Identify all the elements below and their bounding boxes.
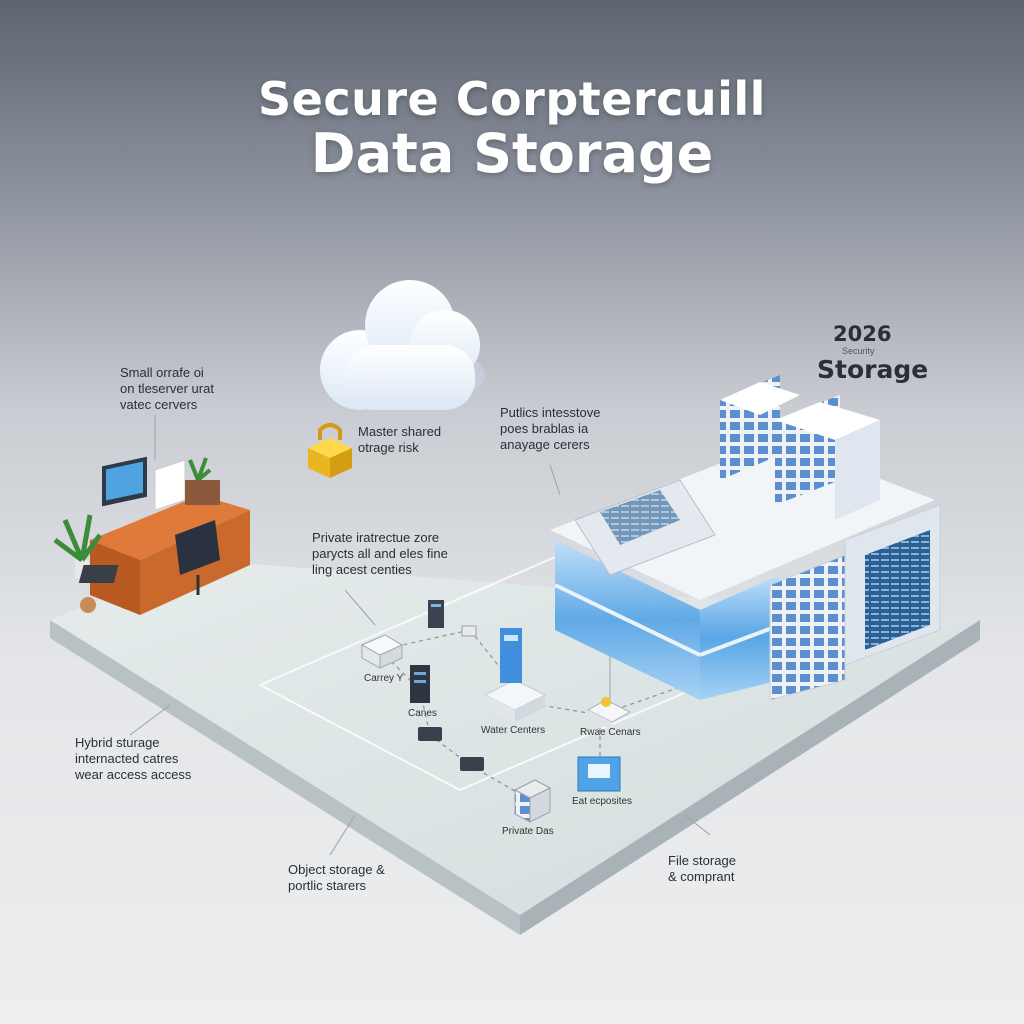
device-cassette-1	[418, 727, 442, 741]
callout-hybrid-storage: Hybrid sturage internacted catres wear a…	[75, 735, 192, 782]
device-gateway	[461, 625, 477, 637]
page-title-line2: Data Storage	[310, 122, 714, 185]
plant-small-icon	[188, 457, 212, 482]
page-title-line1: Secure Corptercuill	[258, 72, 766, 126]
callout-small-office: Small orrafe oi on tleserver urat vatec …	[120, 365, 214, 412]
callout-public-data: Putlics intesstove poes brablas ia anaya…	[500, 405, 601, 452]
device-label-water-centers: Water Centers	[481, 725, 546, 736]
callout-shared-risk: Master shared otrage risk	[358, 424, 442, 455]
device-printer	[360, 634, 404, 669]
cloud-icon	[320, 280, 485, 410]
device-router	[586, 697, 632, 730]
badge-subtitle: Security	[842, 346, 875, 356]
device-label-carney: Carrey Y	[364, 673, 404, 684]
device-label-eat-ecposites: Eat ecposites	[572, 796, 633, 807]
callout-object-storage: Object storage & portlic starers	[288, 862, 385, 893]
data-center-building	[550, 375, 941, 701]
device-label-rwae-cenars: Rwae Cenars	[580, 727, 641, 738]
device-server-small	[428, 600, 444, 628]
callout-private-infra: Private iratrectue zore parycts all and …	[312, 530, 448, 577]
device-label-private-das: Private Das	[502, 826, 554, 837]
device-server-stack	[513, 779, 552, 823]
badge-title: Storage	[817, 355, 929, 384]
lock-icon	[308, 423, 352, 478]
device-storage-box	[577, 756, 621, 792]
callout-file-storage: File storage & comprant	[668, 853, 736, 884]
device-water-tower	[483, 628, 547, 722]
device-cassette-2	[460, 757, 484, 771]
device-label-canes: Canes	[408, 708, 437, 719]
device-tower	[410, 665, 430, 703]
office-desk-illustration	[53, 456, 250, 615]
badge-year: 2026	[833, 322, 892, 346]
